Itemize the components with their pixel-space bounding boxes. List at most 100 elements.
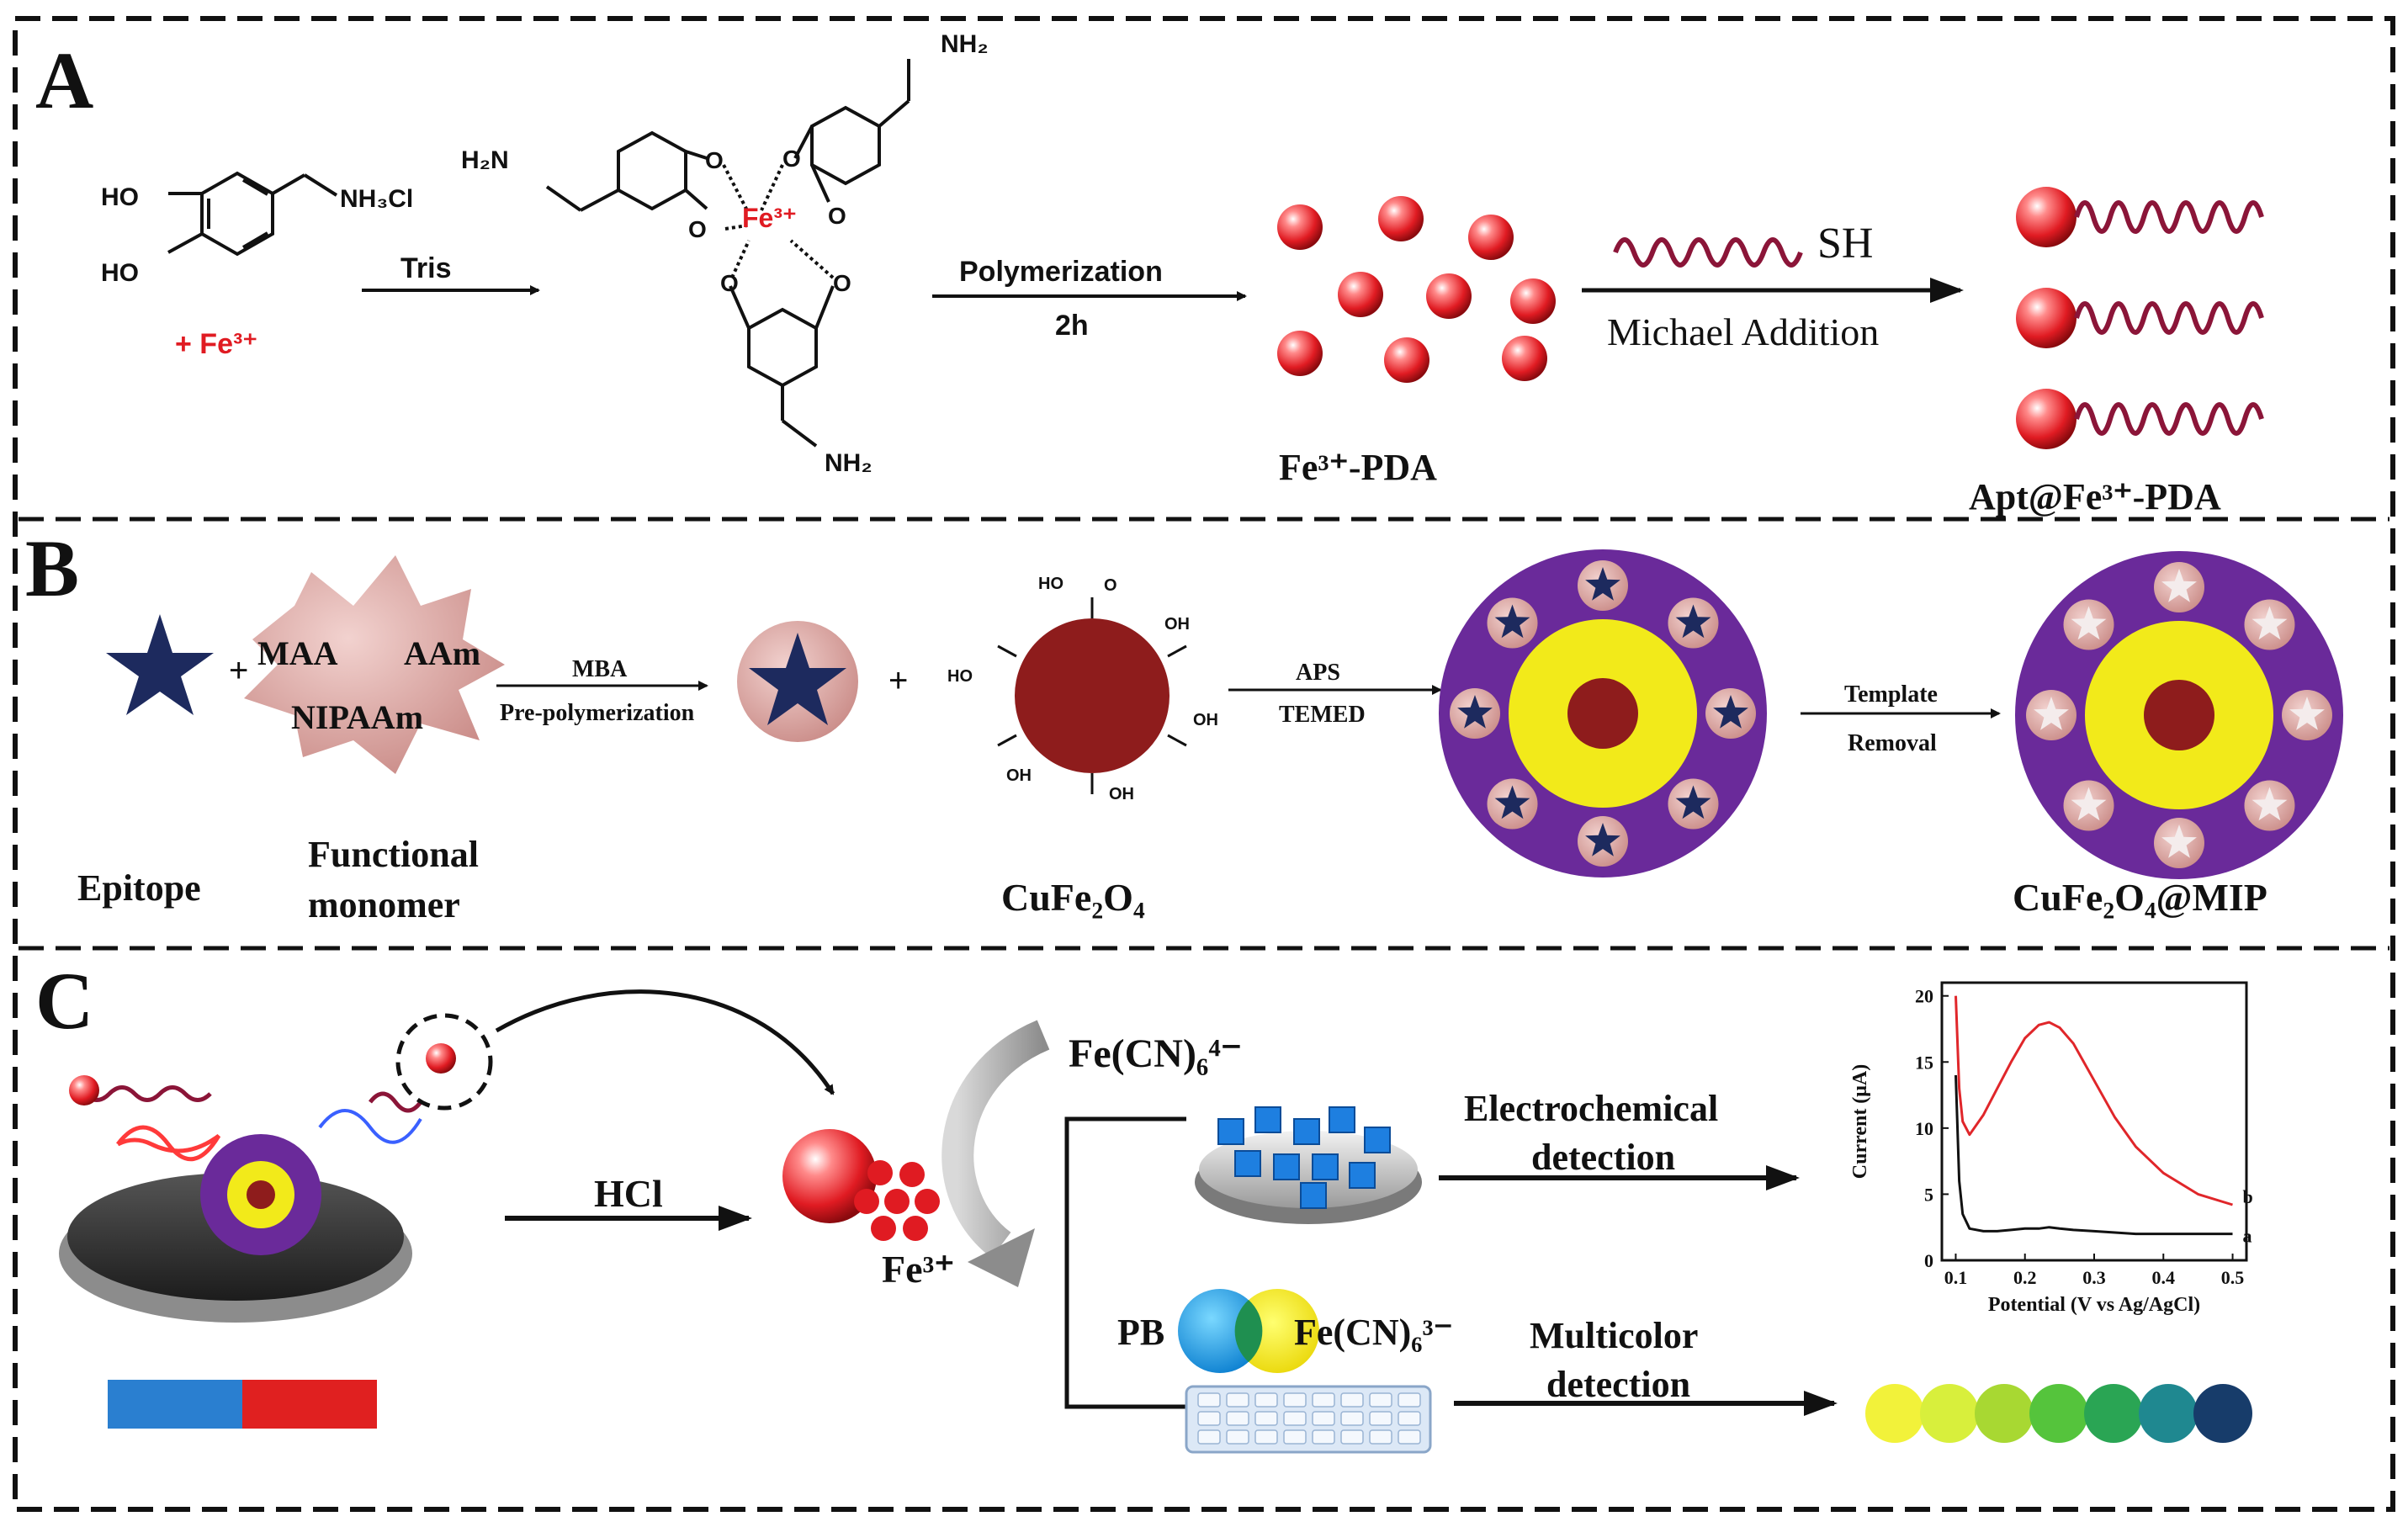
color-swatch bbox=[2139, 1384, 2198, 1443]
panel-c: C HCl Fe³⁺ bbox=[35, 956, 2253, 1454]
cooh-label-7: OH bbox=[1109, 785, 1134, 803]
branch-line bbox=[1064, 1116, 1186, 1409]
cooh-label-5: OH bbox=[1193, 711, 1218, 729]
empty-star-icon bbox=[2034, 697, 2069, 730]
aps-label: APS bbox=[1296, 660, 1340, 686]
apt-sphere-released bbox=[426, 1043, 456, 1074]
prepolymer-star-icon bbox=[749, 633, 846, 725]
x-tick-label: 0.4 bbox=[2152, 1267, 2176, 1288]
complex-o-5: O bbox=[720, 270, 739, 296]
panel-c-letter: C bbox=[35, 956, 93, 1046]
plus-sign-2: + bbox=[888, 662, 908, 699]
well bbox=[1254, 1392, 1278, 1408]
chart-ylabel: Current (μA) bbox=[1849, 1064, 1871, 1179]
template-star-icon bbox=[1494, 604, 1530, 639]
functional-monomer-line1: Functional bbox=[308, 834, 479, 875]
gray-curve-arrow bbox=[941, 1020, 1050, 1259]
color-swatch bbox=[1920, 1384, 1979, 1443]
complex-o-4: O bbox=[828, 203, 846, 229]
y-tick-label: 20 bbox=[1915, 986, 1933, 1007]
fecn6-3-label: Fe(CN)₆³⁻ bbox=[1294, 1312, 1453, 1353]
well bbox=[1254, 1411, 1278, 1426]
fe-complex bbox=[545, 59, 910, 448]
well bbox=[1340, 1429, 1364, 1445]
sh-label: SH bbox=[1817, 220, 1873, 268]
apt-fe-pda-label: Apt@Fe³⁺-PDA bbox=[1969, 476, 2221, 517]
well bbox=[1312, 1392, 1335, 1408]
panel-b: B Epitope + MAA AAm NIPAAm Functional mo… bbox=[25, 523, 2343, 925]
complex-fe-center: Fe³⁺ bbox=[742, 203, 797, 233]
template-star-icon bbox=[1585, 823, 1620, 856]
well-plate-wells bbox=[1197, 1392, 1421, 1445]
well bbox=[1226, 1392, 1249, 1408]
template-star-icon bbox=[1494, 785, 1530, 819]
empty-star-icon bbox=[2161, 824, 2197, 858]
fe-pda-spheres bbox=[1277, 196, 1556, 383]
cooh-label-3: OH bbox=[1164, 615, 1190, 634]
well bbox=[1226, 1411, 1249, 1426]
well bbox=[1283, 1392, 1307, 1408]
empty-star-icon bbox=[2071, 787, 2107, 821]
x-tick-label: 0.2 bbox=[2013, 1267, 2037, 1288]
monomer-nipaam: NIPAAm bbox=[291, 698, 423, 736]
pb-cubes bbox=[1217, 1106, 1391, 1209]
series-line-a bbox=[1955, 1074, 2233, 1236]
dopamine-ho-2: HO bbox=[101, 259, 139, 287]
well bbox=[1226, 1429, 1249, 1445]
cooh-label-6: OH bbox=[1006, 766, 1032, 785]
plus-sign-1: + bbox=[229, 652, 248, 689]
y-tick-label: 15 bbox=[1915, 1052, 1933, 1073]
fe-pda-label: Fe³⁺-PDA bbox=[1279, 447, 1437, 488]
gray-curve-arrowhead bbox=[968, 1228, 1035, 1287]
fe3-label: Fe³⁺ bbox=[882, 1248, 955, 1291]
cufe2o4-particle bbox=[997, 597, 1187, 794]
aptamer-strand-right bbox=[369, 1091, 422, 1113]
well-plate bbox=[1185, 1385, 1432, 1454]
aptamer-sh-wave bbox=[1613, 237, 1803, 268]
well bbox=[1254, 1429, 1278, 1445]
template-star-icon bbox=[1675, 785, 1711, 819]
well bbox=[1283, 1411, 1307, 1426]
outer-frame bbox=[13, 16, 2395, 1512]
template-star-icon bbox=[1457, 695, 1493, 729]
chart-frame bbox=[1940, 981, 2248, 1262]
dashed-highlight-circle bbox=[395, 1013, 493, 1111]
plus-fe3: + Fe³⁺ bbox=[175, 328, 257, 360]
released-fe-ions bbox=[854, 1160, 940, 1241]
well bbox=[1369, 1429, 1392, 1445]
release-curve-arrow bbox=[495, 989, 835, 1095]
chart-xlabel: Potential (V vs Ag/AgCl) bbox=[1988, 1294, 2200, 1316]
dopamine-ho-1: HO bbox=[101, 183, 139, 211]
polymerization-time: 2h bbox=[1055, 310, 1089, 342]
mba-label: MBA bbox=[572, 656, 628, 682]
color-swatch bbox=[2029, 1384, 2088, 1443]
mip-empty-cavities bbox=[2026, 562, 2332, 868]
complex-o-3: O bbox=[782, 146, 801, 172]
x-tick-label: 0.1 bbox=[1944, 1267, 1968, 1288]
y-tick-label: 10 bbox=[1915, 1118, 1933, 1139]
prepoly-label: Pre-polymerization bbox=[500, 700, 695, 726]
panel-b-letter: B bbox=[25, 523, 79, 613]
electrochem-label-1: Electrochemical bbox=[1464, 1088, 1718, 1129]
y-tick-label: 0 bbox=[1924, 1250, 1933, 1271]
michael-label: Michael Addition bbox=[1607, 310, 1879, 353]
well bbox=[1197, 1411, 1221, 1426]
panel-a: A HO HO NH₃Cl + Fe³⁺ Tris bbox=[35, 30, 2264, 517]
temed-label: TEMED bbox=[1279, 702, 1366, 728]
protein-tangle-left bbox=[116, 1125, 221, 1162]
complex-o-2: O bbox=[688, 216, 707, 242]
y-tick-label: 5 bbox=[1924, 1184, 1933, 1205]
aptamer-strand-left bbox=[82, 1085, 212, 1102]
dissolving-sphere bbox=[782, 1129, 877, 1223]
template-star-icon bbox=[1585, 567, 1620, 601]
complex-nh2-top: NH₂ bbox=[941, 30, 989, 58]
empty-star-icon bbox=[2289, 697, 2325, 730]
fecn6-4-label: Fe(CN)₆⁴⁻ bbox=[1069, 1031, 1242, 1076]
series-label-b: b bbox=[2243, 1186, 2253, 1207]
color-swatch bbox=[1975, 1384, 2034, 1443]
well bbox=[1369, 1411, 1392, 1426]
well bbox=[1283, 1429, 1307, 1445]
epitope-label: Epitope bbox=[77, 867, 201, 909]
dopamine-molecule bbox=[167, 171, 338, 257]
monomer-maa: MAA bbox=[257, 634, 338, 672]
